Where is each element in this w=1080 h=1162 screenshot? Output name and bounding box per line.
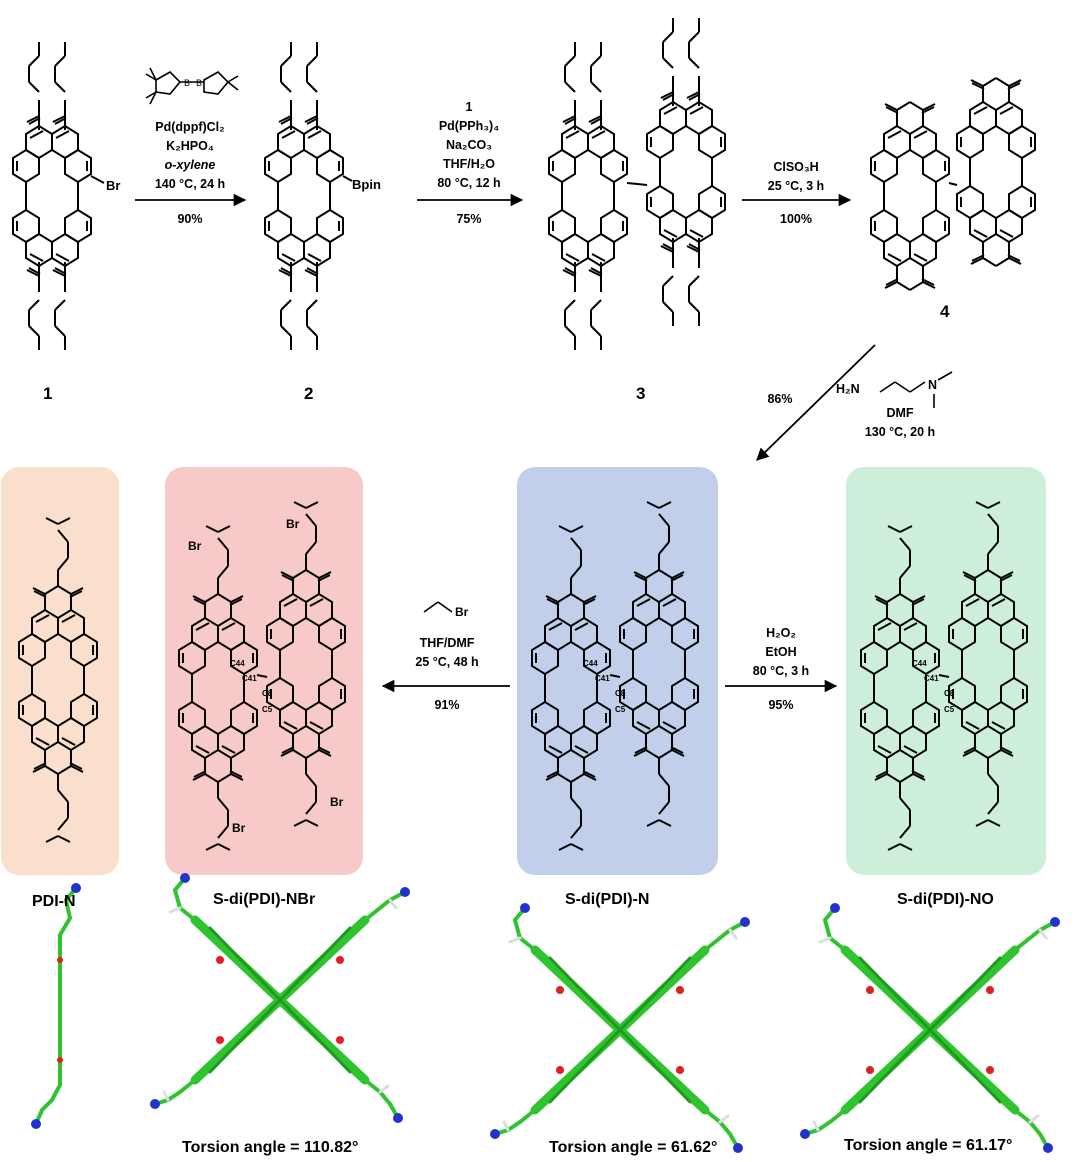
svg-text:C41: C41 bbox=[595, 674, 610, 683]
s-di-pdi-nbr-name: S-di(PDI)-NBr bbox=[213, 891, 316, 908]
boron-atom-1: B bbox=[184, 78, 190, 88]
structure-compound-4 bbox=[871, 78, 1035, 290]
svg-text:C8: C8 bbox=[262, 689, 273, 698]
svg-text:C5: C5 bbox=[615, 705, 626, 714]
arrow-step-4 bbox=[756, 344, 876, 461]
structure-compound-1: Br bbox=[12, 41, 120, 351]
pdi-n-name: PDI-N bbox=[32, 893, 76, 910]
step6-yield: 95% bbox=[768, 698, 794, 712]
step5-conditions: THF/DMF 25 °C, 48 h bbox=[415, 636, 479, 669]
torsion-no: Torsion angle = 61.17° bbox=[844, 1137, 1013, 1154]
compound-3-label: 3 bbox=[636, 384, 646, 403]
svg-text:C41: C41 bbox=[924, 674, 939, 683]
amine-h2n-label: H₂N bbox=[836, 382, 860, 396]
step5-yield: 91% bbox=[434, 698, 460, 712]
amine-n-label: N bbox=[928, 378, 938, 392]
boron-atom-2: B bbox=[196, 78, 202, 88]
structure-s-di-pdi-n bbox=[532, 501, 698, 851]
b2pin2-structure bbox=[145, 67, 239, 105]
svg-text:Br: Br bbox=[330, 795, 344, 809]
s-di-pdi-n-name: S-di(PDI)-N bbox=[565, 891, 650, 908]
svg-text:C41: C41 bbox=[242, 674, 257, 683]
s-di-pdi-no-atom-labels: C44 C41 C8 C5 bbox=[912, 659, 955, 714]
structure-pdi-n bbox=[19, 517, 97, 843]
svg-text:C8: C8 bbox=[615, 689, 626, 698]
compound-2-label: 2 bbox=[304, 384, 314, 403]
s-di-pdi-no-3d-model bbox=[800, 903, 1060, 1153]
svg-text:Br: Br bbox=[188, 539, 202, 553]
s-di-pdi-nbr-3d-model bbox=[150, 873, 410, 1123]
svg-text:Br: Br bbox=[286, 517, 300, 531]
s-di-pdi-no-name: S-di(PDI)-NO bbox=[897, 891, 994, 908]
compound-4-label: 4 bbox=[940, 302, 950, 321]
structure-s-di-pdi-nbr bbox=[179, 501, 345, 851]
structure-s-di-pdi-no bbox=[861, 501, 1027, 851]
step2-yield: 75% bbox=[456, 212, 482, 226]
svg-text:C5: C5 bbox=[262, 705, 273, 714]
svg-text:C8: C8 bbox=[944, 689, 955, 698]
s-di-pdi-nbr-br-labels: Br Br Br Br bbox=[188, 517, 344, 835]
pdi-n-box bbox=[1, 467, 119, 875]
step2-conditions: 1 Pd(PPh₃)₄ Na₂CO₃ THF/H₂O 80 °C, 12 h bbox=[437, 100, 501, 190]
step1-conditions: Pd(dppf)Cl₂ K₂HPO₄ o-xylene 140 °C, 24 h bbox=[154, 120, 226, 191]
ethyl-bromide-br: Br bbox=[455, 605, 469, 619]
structure-compound-2: Bpin bbox=[264, 41, 381, 351]
step3-yield: 100% bbox=[780, 212, 812, 226]
torsion-n: Torsion angle = 61.62° bbox=[549, 1139, 718, 1156]
svg-text:C5: C5 bbox=[944, 705, 955, 714]
br-atom-label: Br bbox=[106, 178, 120, 193]
step4-conditions: DMF 130 °C, 20 h bbox=[864, 406, 936, 439]
structure-compound-3 bbox=[548, 17, 726, 351]
pdi-n-3d-model bbox=[31, 883, 81, 1129]
svg-text:C44: C44 bbox=[912, 659, 927, 668]
torsion-nbr: Torsion angle = 110.82° bbox=[182, 1139, 359, 1156]
s-di-pdi-n-atom-labels: C44 C41 C8 C5 bbox=[583, 659, 626, 714]
bpin-label: Bpin bbox=[352, 177, 381, 192]
compound-1-label: 1 bbox=[43, 384, 53, 403]
s-di-pdi-n-3d-model bbox=[490, 903, 750, 1153]
step6-conditions: H₂O₂ EtOH 80 °C, 3 h bbox=[752, 626, 810, 678]
svg-text:C44: C44 bbox=[230, 659, 245, 668]
amine-reagent-structure bbox=[879, 371, 953, 408]
step1-yield: 90% bbox=[177, 212, 203, 226]
step4-yield: 86% bbox=[767, 392, 793, 406]
ethyl-bromide-structure bbox=[423, 601, 453, 613]
s-di-pdi-nbr-atom-labels: C44 C41 C8 C5 bbox=[230, 659, 273, 714]
svg-text:Br: Br bbox=[232, 821, 246, 835]
step3-conditions: ClSO₃H 25 °C, 3 h bbox=[767, 160, 825, 193]
svg-text:C44: C44 bbox=[583, 659, 598, 668]
